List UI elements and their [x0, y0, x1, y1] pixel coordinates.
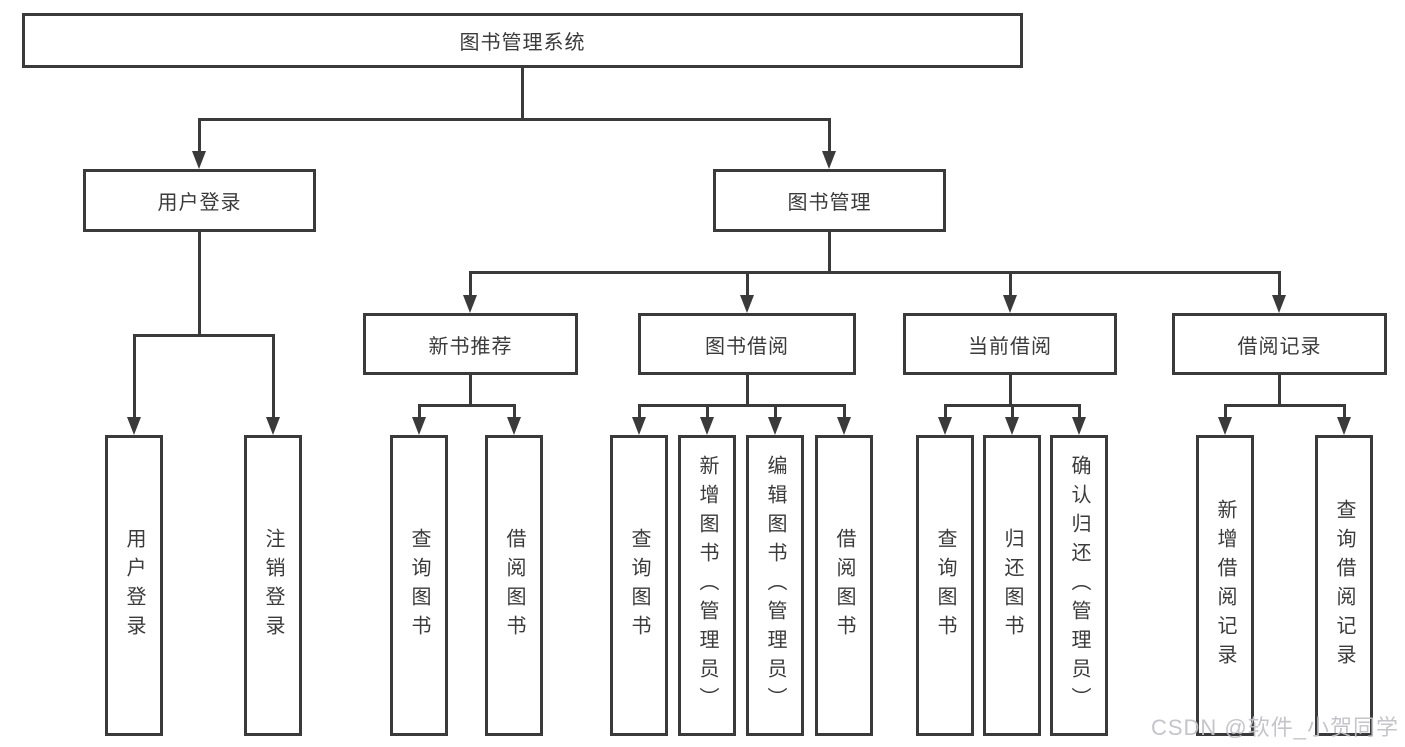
- node-label: 编辑图书（管理员）: [764, 455, 786, 716]
- connector-line: [1223, 404, 1227, 418]
- node-book-borrowing: 图书借阅: [638, 313, 856, 375]
- connector-line: [468, 271, 1281, 274]
- node-label: 图书管理: [787, 192, 872, 214]
- connector-line: [745, 271, 749, 297]
- node-label: 新增借阅记录: [1214, 498, 1236, 673]
- arrow-down-icon: [632, 417, 646, 435]
- connector-line: [637, 404, 846, 407]
- arrow-down-icon: [1072, 417, 1086, 435]
- connector-line: [512, 404, 516, 418]
- node-current-borrowing: 当前借阅: [903, 313, 1117, 375]
- arrow-down-icon: [768, 417, 782, 435]
- arrow-down-icon: [837, 417, 851, 435]
- connector-line: [637, 404, 641, 418]
- node-book-management-branch: 图书管理: [713, 169, 946, 232]
- node-label: 查询图书: [934, 527, 956, 644]
- node-label: 图书管理系统: [459, 32, 586, 54]
- connector-line: [1010, 404, 1014, 418]
- connector-line: [1342, 404, 1346, 418]
- connector-line: [827, 118, 831, 152]
- node-new-book-recommendation: 新书推荐: [363, 313, 578, 375]
- arrow-down-icon: [463, 295, 477, 313]
- node-label: 当前借阅: [968, 335, 1052, 358]
- leaf-add-books-admin: 新增图书（管理员）: [678, 435, 736, 736]
- leaf-query-books-recommend: 查询图书: [390, 435, 448, 736]
- arrow-down-icon: [1005, 417, 1019, 435]
- arrow-down-icon: [1003, 295, 1017, 313]
- connector-line: [943, 404, 947, 418]
- leaf-query-books-borrowing: 查询图书: [610, 435, 668, 736]
- node-user-login-branch: 用户登录: [83, 169, 316, 232]
- node-label: 确认归还（管理员）: [1068, 455, 1090, 716]
- arrow-down-icon: [507, 417, 521, 435]
- arrow-down-icon: [1337, 417, 1351, 435]
- arrow-down-icon: [192, 151, 206, 169]
- node-label: 新增图书（管理员）: [696, 455, 718, 716]
- node-label: 用户登录: [157, 192, 242, 214]
- leaf-add-borrow-record: 新增借阅记录: [1196, 435, 1254, 736]
- connector-line: [1008, 271, 1012, 297]
- connector-line: [745, 374, 749, 406]
- connector-line: [773, 404, 777, 418]
- connector-line: [520, 68, 524, 120]
- arrow-down-icon: [412, 417, 426, 435]
- connector-line: [417, 404, 516, 407]
- connector-line: [417, 404, 421, 418]
- leaf-edit-books-admin: 编辑图书（管理员）: [746, 435, 804, 736]
- leaf-query-borrow-record: 查询借阅记录: [1315, 435, 1373, 736]
- arrow-down-icon: [1272, 295, 1286, 313]
- connector-line: [468, 374, 472, 406]
- arrow-down-icon: [740, 295, 754, 313]
- watermark: CSDN @软件_小贺同学: [1150, 715, 1399, 740]
- leaf-confirm-return-admin: 确认归还（管理员）: [1050, 435, 1108, 736]
- connector-line: [197, 232, 201, 336]
- node-label: 借阅图书: [833, 527, 855, 644]
- arrow-down-icon: [938, 417, 952, 435]
- arrow-down-icon: [700, 417, 714, 435]
- leaf-user-login: 用户登录: [105, 435, 163, 736]
- node-label: 借阅图书: [503, 527, 525, 644]
- connector-line: [842, 404, 846, 418]
- connector-line: [1277, 374, 1281, 406]
- connector-line: [827, 232, 831, 273]
- connector-line: [705, 404, 709, 418]
- connector-line: [197, 118, 831, 121]
- arrow-down-icon: [1218, 417, 1232, 435]
- node-borrowing-records: 借阅记录: [1172, 313, 1387, 375]
- connector-line: [468, 271, 472, 297]
- arrow-down-icon: [266, 417, 280, 435]
- leaf-logout: 注销登录: [244, 435, 302, 736]
- arrow-down-icon: [822, 151, 836, 169]
- connector-line: [1077, 404, 1081, 418]
- connector-line: [132, 334, 136, 418]
- connector-line: [1223, 404, 1346, 407]
- leaf-return-books: 归还图书: [983, 435, 1041, 736]
- connector-line: [132, 334, 275, 337]
- arrow-down-icon: [127, 417, 141, 435]
- node-label: 图书借阅: [705, 335, 789, 358]
- connector-line: [197, 118, 201, 152]
- connector-line: [943, 404, 1081, 407]
- node-label: 查询借阅记录: [1333, 498, 1355, 673]
- node-label: 查询图书: [628, 527, 650, 644]
- node-library-management-system: 图书管理系统: [22, 13, 1023, 68]
- node-label: 归还图书: [1001, 527, 1023, 644]
- leaf-borrow-books-recommend: 借阅图书: [485, 435, 543, 736]
- leaf-borrow-books-borrowing: 借阅图书: [815, 435, 873, 736]
- connector-line: [1277, 271, 1281, 297]
- node-label: 用户登录: [123, 527, 145, 644]
- connector-line: [1008, 374, 1012, 406]
- node-label: 借阅记录: [1237, 335, 1322, 358]
- connector-line: [271, 334, 275, 418]
- node-label: 注销登录: [262, 527, 284, 644]
- node-label: 新书推荐: [428, 335, 513, 358]
- leaf-query-books-current: 查询图书: [916, 435, 974, 736]
- node-label: 查询图书: [408, 527, 430, 644]
